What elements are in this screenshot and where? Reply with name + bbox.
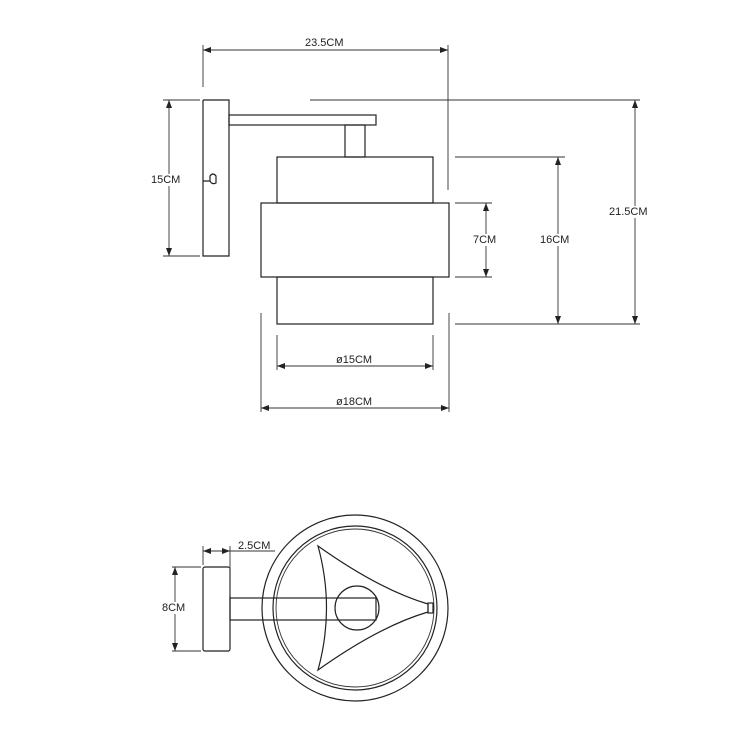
shade-height-label: 16CM — [540, 234, 570, 246]
backplate — [202, 99, 230, 257]
backplate-height-label: 15CM — [151, 174, 181, 186]
inner-diameter-dimension — [276, 335, 434, 370]
shade-band — [260, 202, 450, 278]
total-height-label: 21.5CM — [609, 206, 648, 218]
top-arm — [229, 597, 377, 621]
width-dimension — [202, 45, 449, 190]
band-height-label: 7CM — [473, 234, 497, 246]
width-label: 23.5CM — [305, 37, 344, 49]
shade-lower — [276, 276, 434, 325]
depth-label: 2.5CM — [238, 540, 271, 552]
inner-ring-2 — [275, 528, 435, 688]
total-height-dimension — [310, 99, 640, 325]
inner-diameter-label: ø15CM — [336, 354, 373, 366]
socket — [334, 585, 380, 631]
shade-upper — [276, 156, 434, 204]
side-view — [163, 45, 640, 412]
frame-clip — [427, 602, 434, 614]
outer-ring — [261, 514, 449, 702]
arm — [228, 114, 377, 126]
tri-frame — [316, 544, 429, 672]
backplate-width-label: 8CM — [162, 602, 186, 614]
outer-diameter-label: ø18CM — [336, 396, 373, 408]
depth-dimension — [202, 546, 275, 596]
inner-ring — [272, 525, 438, 691]
top-backplate — [202, 566, 231, 652]
stem — [344, 124, 366, 158]
outer-diameter-dimension — [260, 313, 450, 412]
top-view — [172, 514, 449, 702]
